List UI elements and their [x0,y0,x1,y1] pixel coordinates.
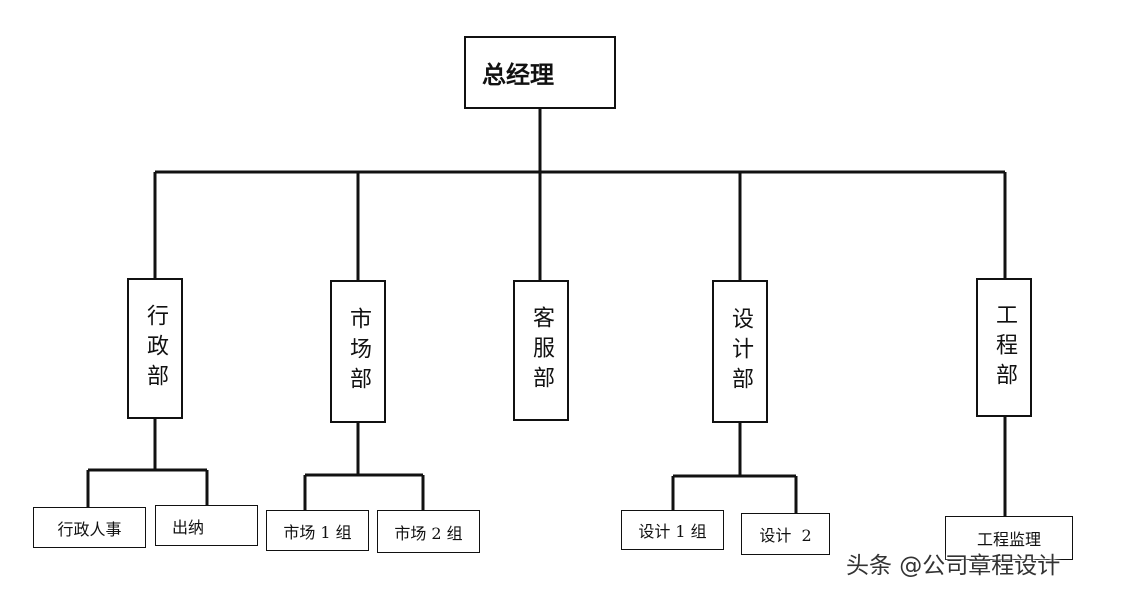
root-node-label: 总经理 [482,60,554,89]
subunit-node-admin-hr: 行政人事 [33,507,146,548]
watermark-text: 头条 @公司章程设计 [846,553,1061,579]
subunit-node-market-group-2: 市场 2 组 [377,510,480,553]
dept-node-engineering: 工程部 [976,278,1032,417]
subunit-node-design-2: 设计 2 [741,513,830,555]
dept-label: 工程部 [992,302,1017,393]
dept-node-market: 市场部 [330,280,386,423]
subunit-label: 出纳 [172,517,205,537]
subunit-label: 行政人事 [57,519,122,539]
dept-label: 客服部 [529,305,554,396]
subunit-label: 设计 2 [759,526,812,545]
subunit-node-design-group-1: 设计 1 组 [621,510,724,550]
subunit-label: 工程监理 [976,530,1041,549]
subunit-node-engineering-supervision: 工程监理 [945,516,1073,560]
dept-label: 市场部 [346,306,371,397]
dept-label: 设计部 [728,306,753,397]
subunit-label: 市场 1 组 [283,522,352,542]
subunit-node-market-group-1: 市场 1 组 [266,510,369,551]
dept-node-admin: 行政部 [127,278,183,419]
root-node-general-manager: 总经理 [464,36,616,109]
dept-node-design: 设计部 [712,280,768,423]
subunit-label: 市场 2 组 [394,523,463,543]
dept-label: 行政部 [143,303,168,394]
subunit-node-cashier: 出纳 [155,505,258,546]
subunit-label: 设计 1 组 [638,522,707,541]
dept-node-service: 客服部 [513,280,569,421]
